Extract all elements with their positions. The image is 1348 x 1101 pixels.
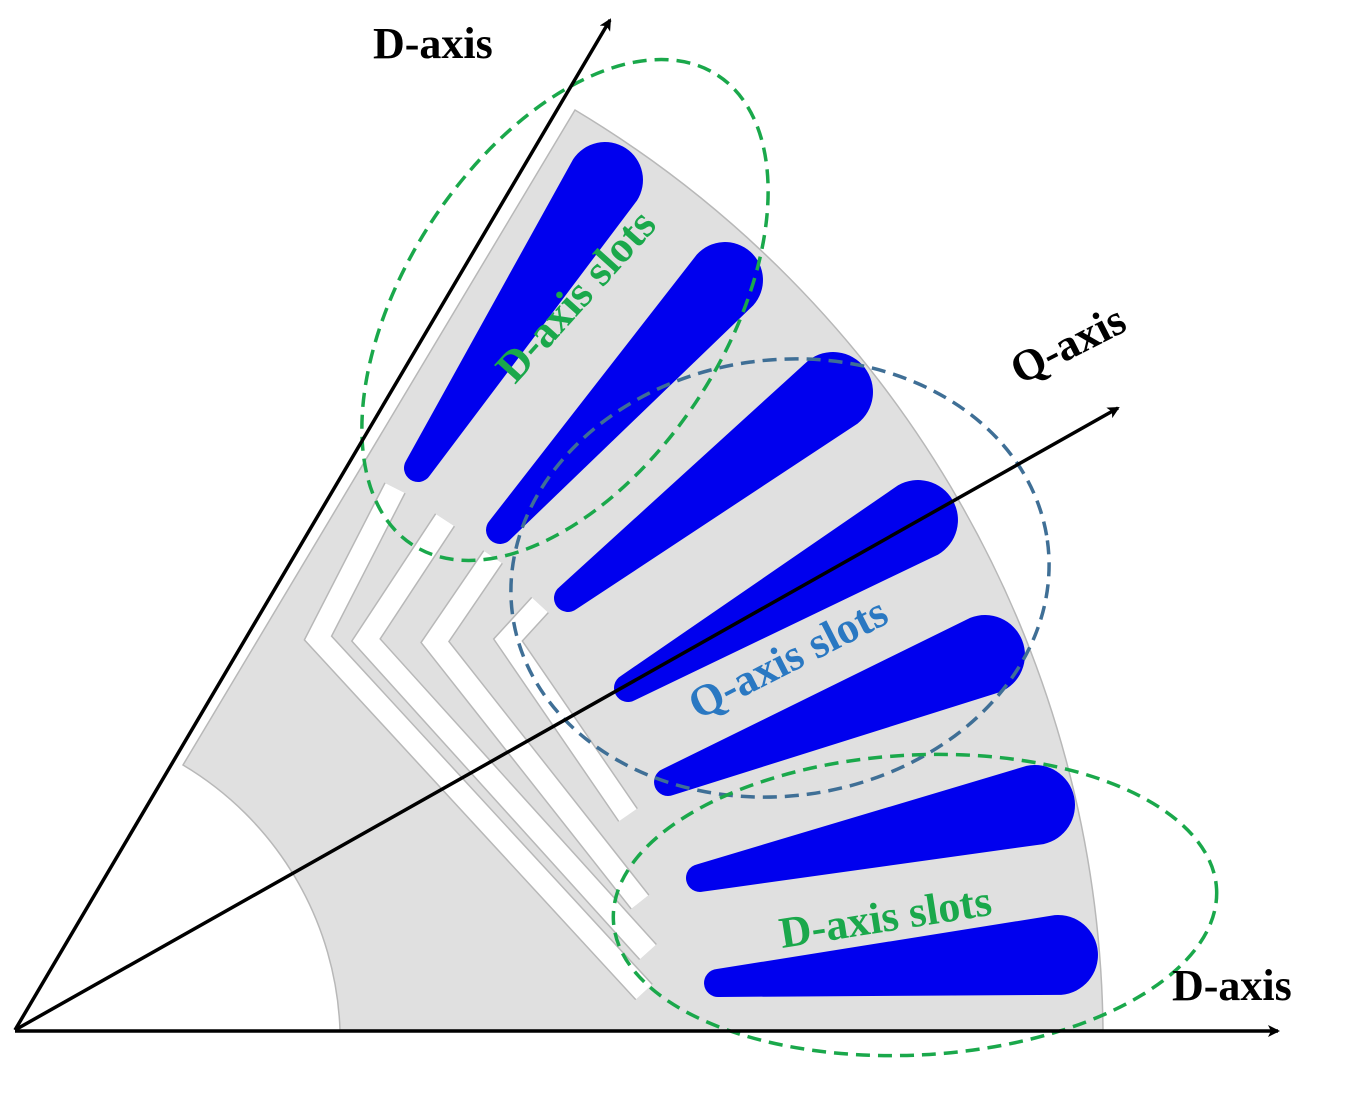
slot-7: [704, 915, 1098, 997]
q-axis-arrow: [14, 406, 1120, 1032]
q-axis-label: Q-axis: [1002, 295, 1133, 394]
flux-barrier: [421, 551, 649, 909]
slot-group: [404, 142, 1098, 997]
slot-5: [654, 615, 1025, 796]
d-axis-top-arrow: [13, 18, 612, 1031]
d-axis-right-label: D-axis: [1172, 961, 1292, 1010]
d-axis-slots-lower-ellipse: [611, 752, 1219, 1058]
slot-1: [404, 142, 643, 483]
slot-3: [554, 352, 873, 612]
flux-barrier: [305, 483, 652, 1000]
rotor-lamination: [181, 108, 1104, 1031]
flux-barriers: [303, 482, 657, 1001]
q-axis-slots-ellipse: [509, 357, 1051, 799]
flux-barrier: [494, 597, 637, 821]
slot-4: [614, 480, 958, 702]
slot-6: [685, 765, 1075, 893]
d-axis-top-label: D-axis: [373, 19, 493, 68]
flux-barrier: [352, 514, 656, 960]
